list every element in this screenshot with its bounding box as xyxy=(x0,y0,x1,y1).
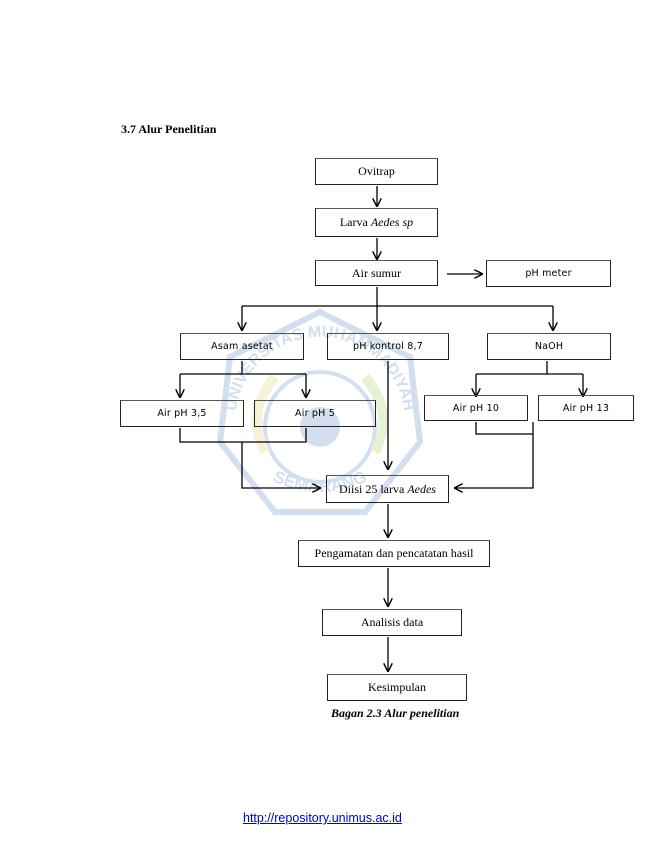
box-air-ph-3-5: Air pH 3,5 xyxy=(120,400,244,427)
box-larva-label: Larva Aedes sp xyxy=(340,215,413,230)
box-asam-asetat-label: Asam asetat xyxy=(211,341,273,352)
box-air-ph-10: Air pH 10 xyxy=(424,395,528,421)
section-heading: 3.7 Alur Penelitian xyxy=(121,122,217,136)
arrow-base-to-diisi xyxy=(455,434,534,488)
box-air-ph-3-5-label: Air pH 3,5 xyxy=(157,408,207,419)
box-kesimpulan-label: Kesimpulan xyxy=(368,680,426,694)
seal-outline xyxy=(216,308,424,515)
diisi-prefix: Diisi 25 larva xyxy=(339,481,408,496)
box-air-ph-13-label: Air pH 13 xyxy=(562,402,610,414)
repository-link[interactable]: http://repository.unimus.ac.id xyxy=(243,811,402,825)
seal-left-leaf xyxy=(252,373,279,455)
box-kesimpulan: Kesimpulan xyxy=(327,674,467,701)
box-asam-asetat: Asam asetat xyxy=(180,333,304,360)
box-naoh-label: NaOH xyxy=(534,341,564,352)
box-ph-kontrol-label: pH kontrol 8,7 xyxy=(353,341,423,352)
larva-species: Aedes sp xyxy=(370,215,414,229)
box-ph-kontrol: pH kontrol 8,7 xyxy=(327,333,449,360)
box-ph-meter: pH meter xyxy=(486,260,611,287)
box-ovitrap: Ovitrap xyxy=(315,158,438,185)
box-pengamatan: Pengamatan dan pencatatan hasil xyxy=(298,540,490,567)
box-air-ph-10-label: Air pH 10 xyxy=(452,402,500,414)
box-air-sumur: Air sumur xyxy=(315,260,438,286)
seal-inner-ring xyxy=(263,370,377,484)
seal-right-leaf xyxy=(361,373,388,455)
box-air-ph-13: Air pH 13 xyxy=(538,395,634,421)
box-ovitrap-label: Ovitrap xyxy=(358,164,395,178)
box-larva: Larva Aedes sp xyxy=(315,208,438,237)
box-air-ph-5: Air pH 5 xyxy=(254,400,376,427)
box-analisis-data: Analisis data xyxy=(322,609,462,636)
box-diisi-larva-label: Diisi 25 larva Aedes xyxy=(339,482,436,497)
seal-center-emblem xyxy=(300,407,340,447)
box-naoh: NaOH xyxy=(487,333,611,360)
box-air-ph-5-label: Air pH 5 xyxy=(295,408,335,419)
larva-prefix: Larva xyxy=(339,215,371,229)
line-acid-merge xyxy=(179,428,307,443)
diisi-species: Aedes xyxy=(407,481,436,496)
box-diisi-larva: Diisi 25 larva Aedes xyxy=(326,475,449,503)
box-analisis-data-label: Analisis data xyxy=(360,615,424,629)
arrow-acid-to-diisi xyxy=(241,442,320,488)
box-ph-meter-label: pH meter xyxy=(525,268,572,279)
box-air-sumur-label: Air sumur xyxy=(352,265,401,280)
line-base-merge xyxy=(475,422,534,435)
box-pengamatan-label: Pengamatan dan pencatatan hasil xyxy=(314,546,474,560)
figure-caption: Bagan 2.3 Alur penelitian xyxy=(331,706,460,720)
